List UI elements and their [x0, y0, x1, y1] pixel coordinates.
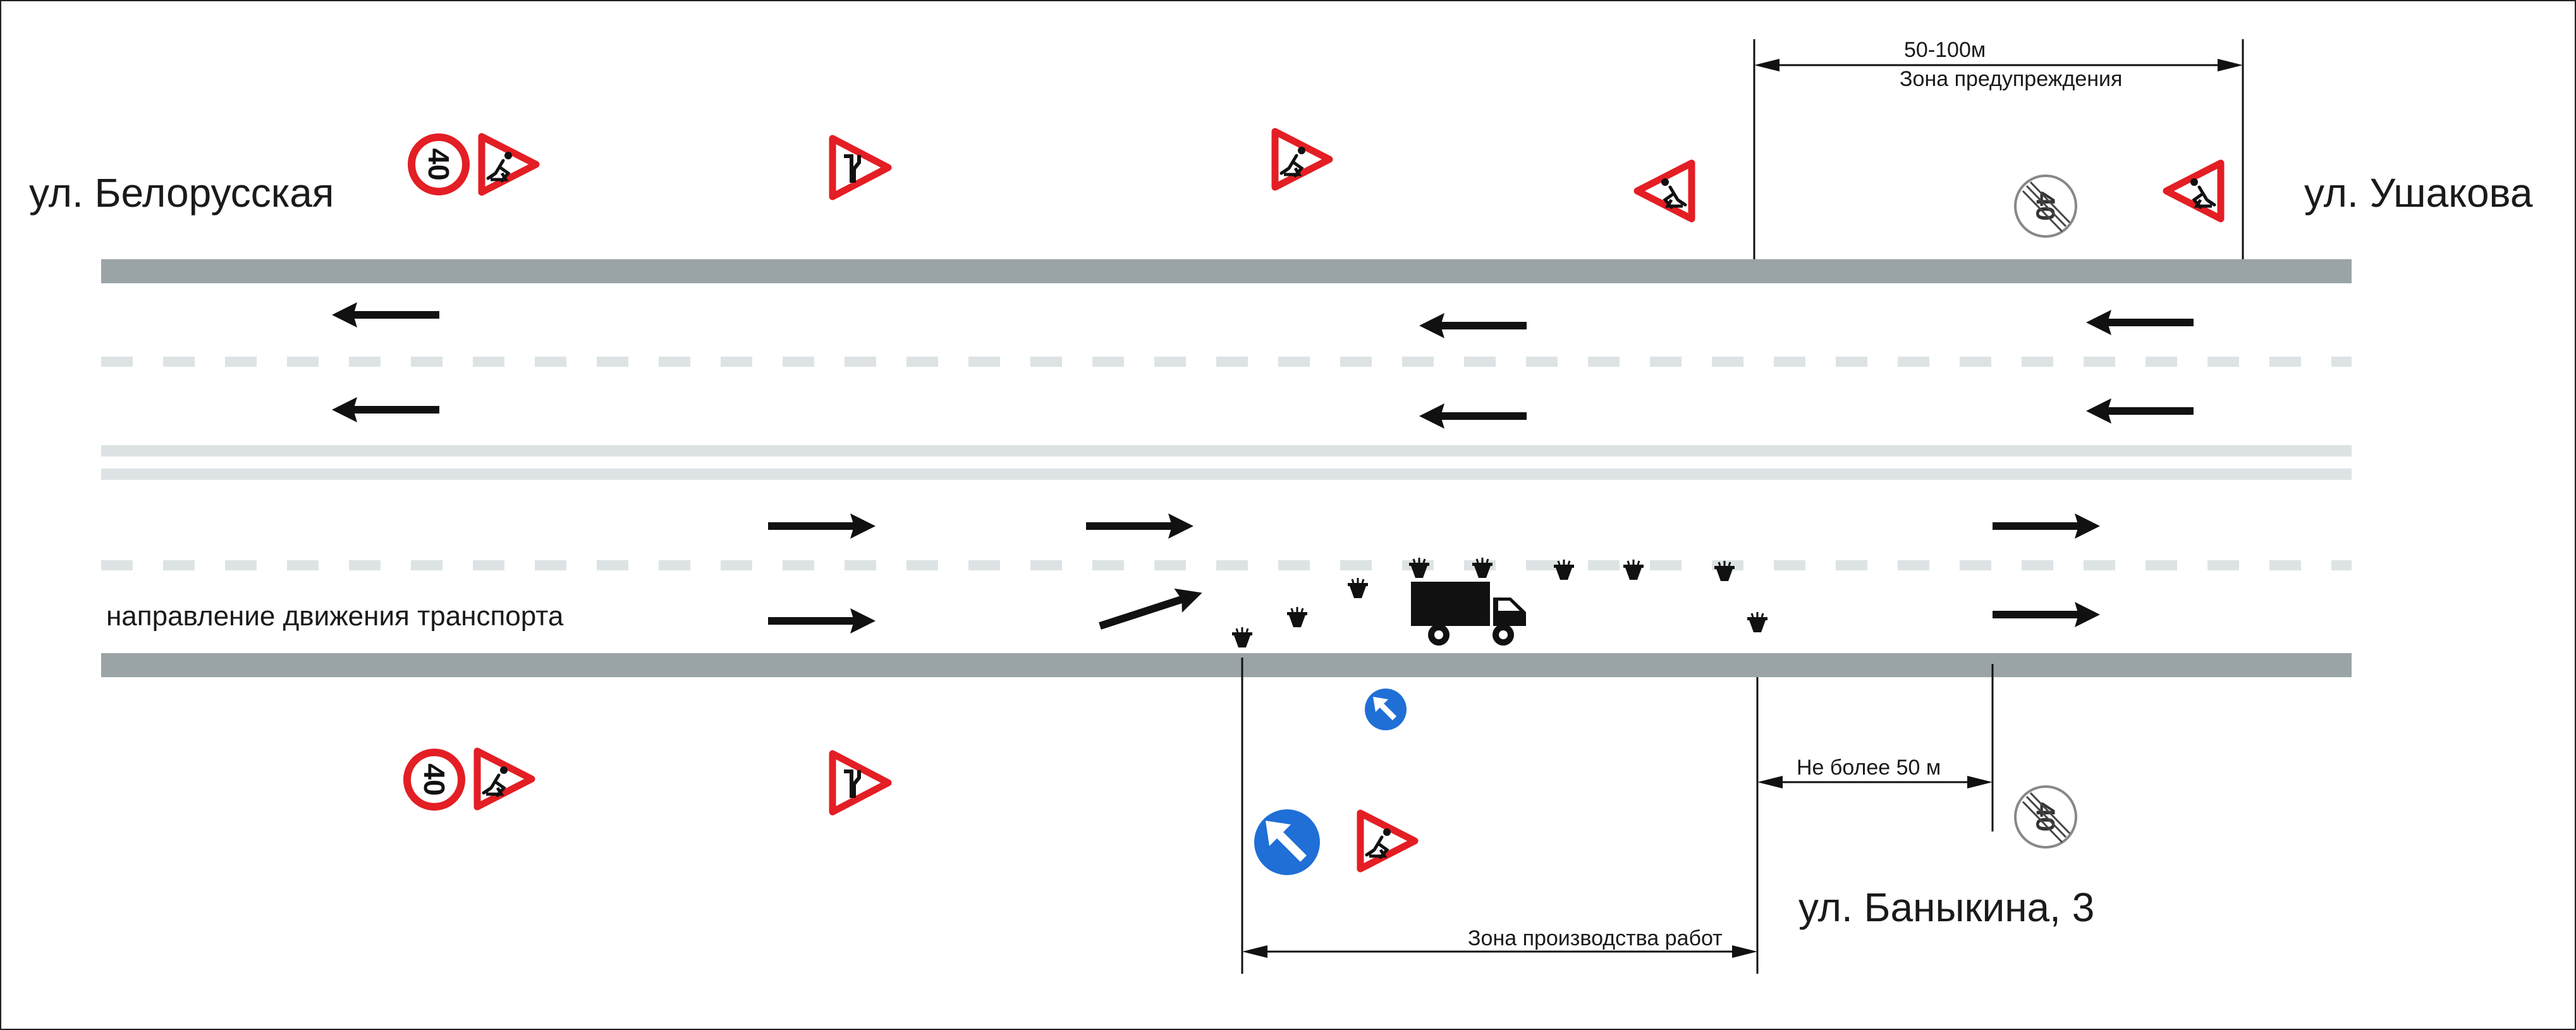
- work-truck-icon: [1411, 582, 1526, 646]
- traffic-arrow-right: [1993, 513, 2100, 539]
- warning-zone-label: Зона предупреждения: [1900, 67, 2123, 91]
- traffic-arrow-right: [1086, 513, 1193, 539]
- traffic-arrow-left: [332, 397, 439, 422]
- max-distance-dimension: [1756, 664, 1994, 974]
- lane-shift-arrow: [1096, 580, 1206, 639]
- sign-number: 40: [422, 148, 455, 180]
- warning-distance-label: 50-100м: [1904, 38, 1986, 62]
- speed-limit-40-sign-top: 40: [408, 133, 470, 195]
- traffic-arrow-left: [332, 302, 439, 328]
- road-narrowing-sign: [833, 754, 888, 812]
- traffic-arrow-left: [1419, 403, 1527, 429]
- traffic-arrow-right: [768, 513, 876, 539]
- work-zone-label: Зона производства работ: [1468, 926, 1723, 950]
- center-line-lower: [101, 469, 2352, 480]
- max-distance-label: Не более 50 м: [1797, 756, 1941, 780]
- traffic-direction-note: направление движения транспорта: [106, 601, 564, 632]
- work-zone-dimension: [1241, 658, 1757, 974]
- road-works-sign: [1275, 132, 1329, 187]
- end-of-speed-limit-40-sign-bottom: 40: [2014, 785, 2077, 849]
- traffic-arrow-left: [2086, 398, 2194, 424]
- center-line-upper: [101, 445, 2352, 457]
- road-edge-top: [101, 259, 2352, 283]
- road-narrowing-sign: [833, 138, 888, 197]
- street-label-left: ул. Белорусская: [29, 170, 334, 216]
- barrier-cone: [1286, 606, 1309, 628]
- road-works-sign: [1360, 813, 1415, 869]
- street-label-right: ул. Ушакова: [2304, 170, 2533, 216]
- barrier-cone: [1746, 611, 1769, 634]
- traffic-arrow-left: [2086, 310, 2194, 335]
- keep-left-sign-small: [1365, 689, 1407, 730]
- barrier-cone: [1622, 558, 1645, 581]
- traffic-arrow-left: [1419, 313, 1527, 338]
- barrier-cone: [1231, 626, 1254, 649]
- keep-left-sign-large: [1254, 809, 1320, 875]
- warning-zone-dimension: [1753, 39, 2244, 259]
- end-of-speed-limit-40-sign-top: 40: [2014, 175, 2077, 238]
- traffic-arrow-right: [768, 608, 876, 634]
- road-edge-bottom: [101, 653, 2352, 677]
- road-works-sign: [2166, 163, 2221, 219]
- road-works-sign: [477, 751, 532, 807]
- barrier-cone: [1346, 577, 1369, 599]
- speed-limit-40-sign-bottom: 40: [403, 749, 465, 811]
- traffic-arrow-right: [1993, 602, 2100, 627]
- road-works-sign: [1637, 163, 1692, 219]
- road-works-sign: [482, 137, 536, 192]
- street-label-bottom: ул. Баныкина, 3: [1798, 885, 2095, 930]
- sign-number: 40: [418, 763, 451, 795]
